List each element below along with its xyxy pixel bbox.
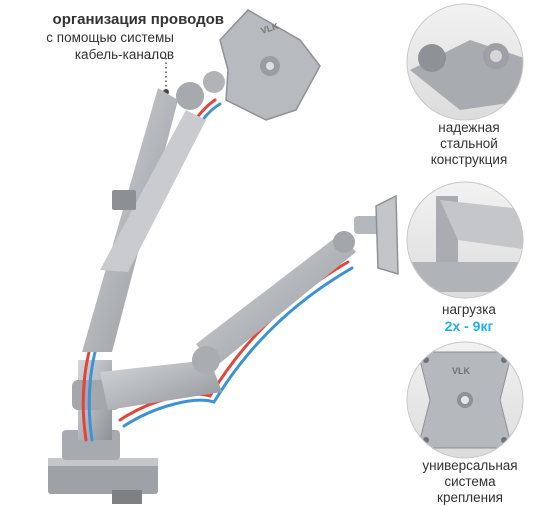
caption-steel-line-1: надежная bbox=[438, 120, 500, 135]
vesa-plate-left bbox=[219, 9, 321, 121]
desk-clamp bbox=[48, 430, 158, 504]
caption-steel: надежная стальной конструкция bbox=[410, 120, 528, 168]
caption-load-value: 2x - 9кг bbox=[444, 318, 494, 334]
callout-title: организация проводов bbox=[52, 11, 224, 28]
lower-arm bbox=[100, 216, 380, 410]
caption-load-label: нагрузка bbox=[442, 302, 496, 317]
caption-steel-line-3: конструкция bbox=[430, 152, 508, 167]
callout-line-2: кабель-каналов bbox=[74, 47, 174, 62]
caption-mount: универсальная система крепления bbox=[400, 458, 540, 506]
caption-mount-line-3: крепления bbox=[437, 490, 503, 505]
caption-load: нагрузка 2x - 9кг bbox=[410, 302, 528, 334]
caption-mount-line-2: система bbox=[444, 474, 496, 489]
monitor-plate-right bbox=[375, 194, 399, 276]
caption-steel-line-2: стальной bbox=[440, 136, 498, 151]
caption-mount-line-1: универсальная bbox=[422, 458, 518, 473]
upper-arm bbox=[82, 71, 225, 352]
vlk-logo-plate: VLK bbox=[452, 366, 471, 376]
feature-detail-spring bbox=[406, 181, 524, 299]
callout-subtitle: с помощью системы кабель-каналов bbox=[24, 29, 174, 63]
feature-detail-vesa bbox=[406, 341, 524, 459]
callout-line-1: с помощью системы bbox=[46, 30, 174, 45]
feature-detail-joint bbox=[406, 3, 524, 121]
